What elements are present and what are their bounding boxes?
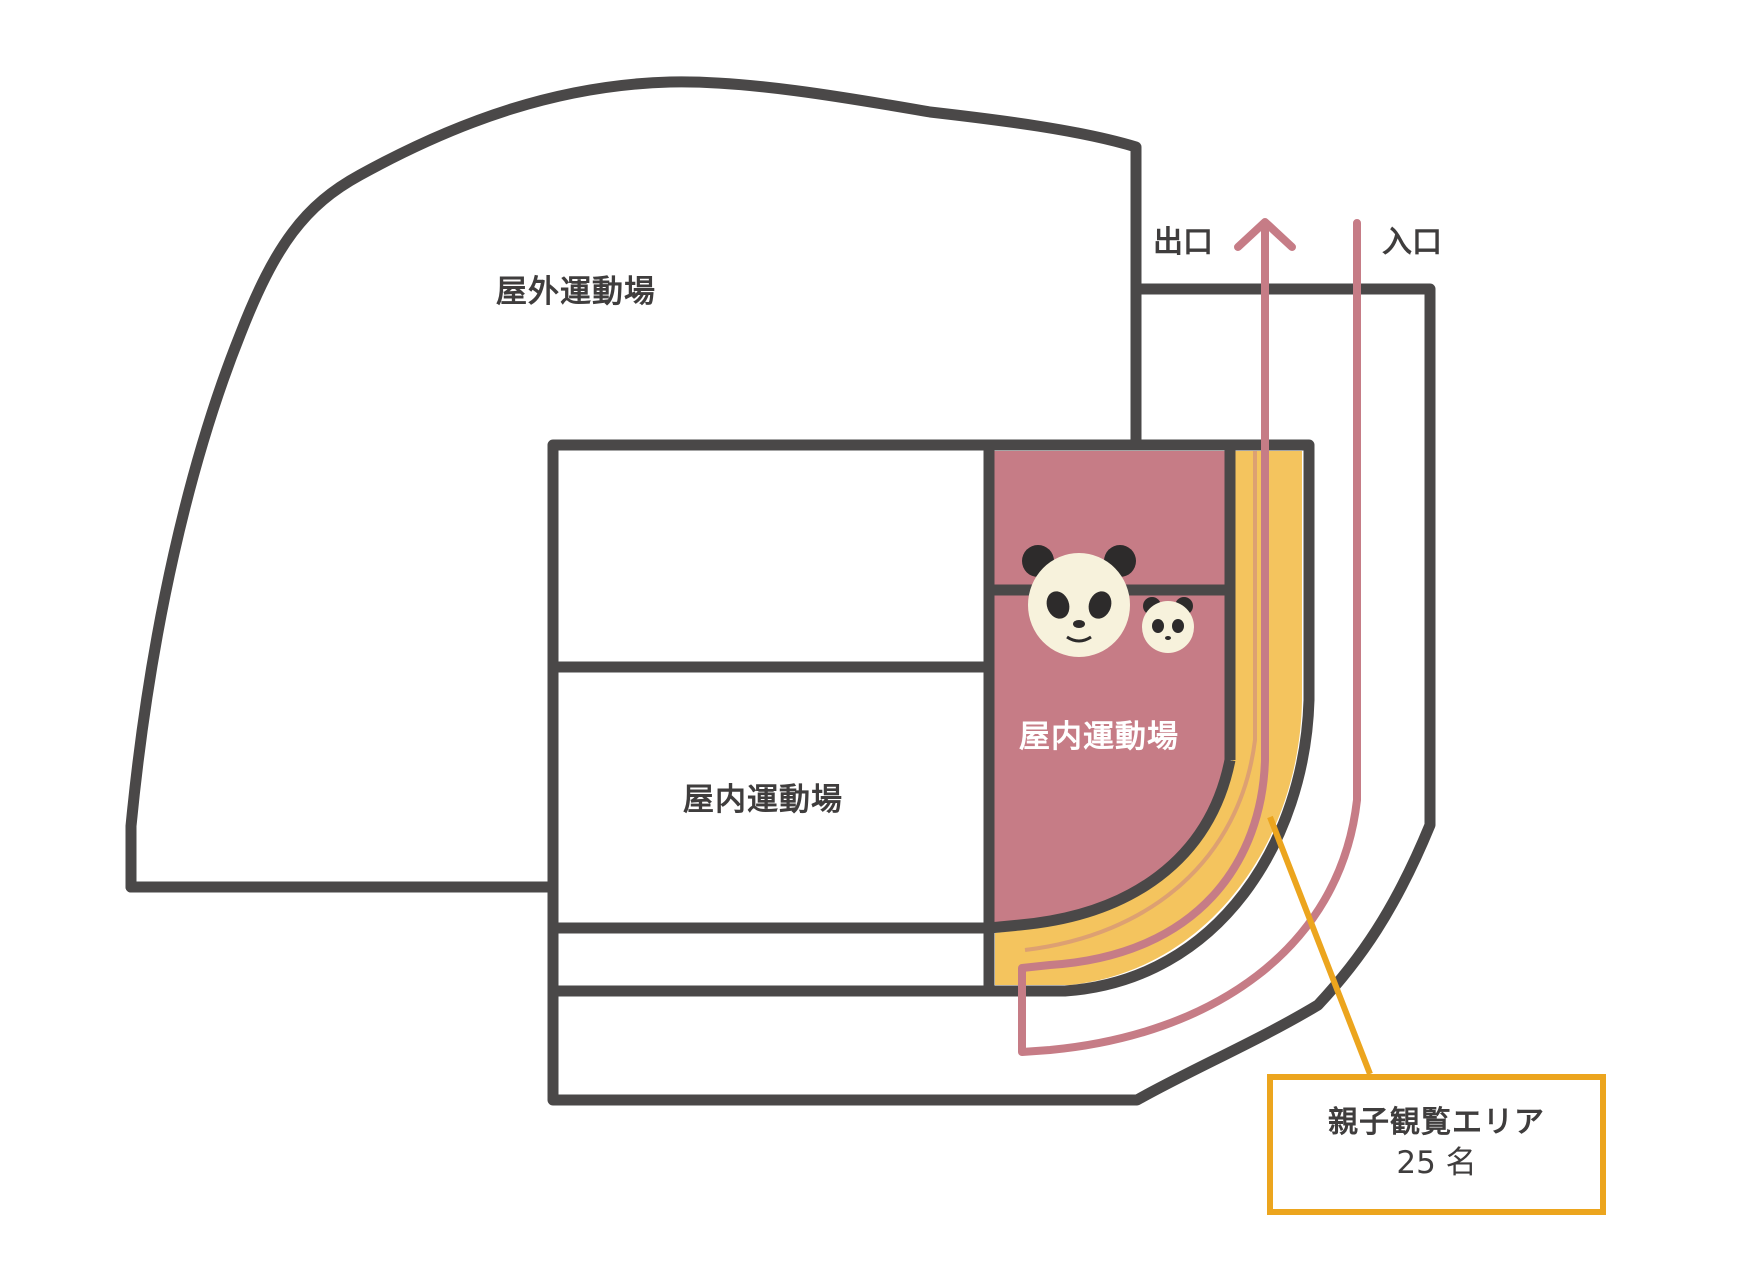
entrance-label: 入口 xyxy=(1382,225,1442,260)
callout-pointer-line xyxy=(1267,815,1373,1076)
visitor-corridor-outline xyxy=(547,283,1436,1106)
indoor-yard-label-left: 屋内運動場 xyxy=(683,782,843,818)
family-viewing-area xyxy=(995,451,1302,985)
viewing-area-callout: 親子観覧エリア 25 名 xyxy=(1267,1074,1606,1215)
viewing-area-divider xyxy=(1024,451,1257,952)
baby-panda-face-icon xyxy=(1142,597,1194,653)
indoor-building-outline xyxy=(547,439,1315,997)
indoor-yard-label-highlight: 屋内運動場 xyxy=(1019,719,1179,755)
arrow-up-icon xyxy=(1234,218,1296,251)
outdoor-yard-label: 屋外運動場 xyxy=(496,274,656,310)
exit-label: 出口 xyxy=(1153,225,1213,260)
panda-face-icon xyxy=(1022,545,1136,657)
visitor-route-path xyxy=(1018,219,1361,1056)
viewing-area-capacity: 25 名 xyxy=(1396,1145,1477,1182)
viewing-area-title: 親子観覧エリア xyxy=(1328,1105,1545,1141)
wall-pink-curve xyxy=(988,758,1236,934)
outdoor-yard-outline xyxy=(125,76,1142,893)
